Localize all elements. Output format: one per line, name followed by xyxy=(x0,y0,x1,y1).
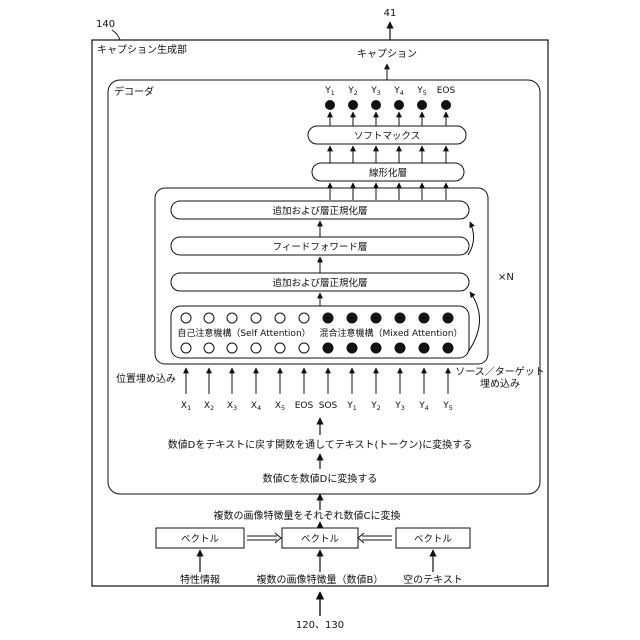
attention-node-r2-c12 xyxy=(443,343,453,353)
caption-output-label: キャプション xyxy=(357,48,417,60)
attention-node-r1-c12 xyxy=(443,313,453,323)
times-n-label: ×N xyxy=(498,272,514,283)
input-token-7: SOS xyxy=(319,401,338,411)
source-target-embedding-label-1: ソース／ターゲット xyxy=(455,366,545,378)
vector-box-empty-text-label: ベクトル xyxy=(414,534,453,545)
empty-text-label: 空のテキスト xyxy=(403,573,463,586)
ref-41-label: 41 xyxy=(384,8,397,19)
attention-node-r2-c2 xyxy=(204,343,214,353)
output-token-4: Y4 xyxy=(393,86,404,97)
softmax-label: ソフトマックス xyxy=(354,131,420,142)
attention-node-r2-c5 xyxy=(275,343,285,353)
attention-node-r2-c1 xyxy=(181,343,191,353)
attention-node-r2-c9 xyxy=(371,343,381,353)
output-token-3: Y3 xyxy=(370,86,381,97)
residual-curve-lower xyxy=(468,292,480,352)
caption-generator-title: キャプション生成部 xyxy=(97,43,187,56)
attention-node-r2-c6 xyxy=(299,343,309,353)
input-token-11: Y4 xyxy=(418,401,429,412)
attention-node-r2-c11 xyxy=(419,343,429,353)
attention-node-r1-c5 xyxy=(275,313,285,323)
output-token-6: EOS xyxy=(437,86,456,96)
input-token-10: Y3 xyxy=(394,401,405,412)
step-d-to-text-label: 数値Dをテキストに戻す関数を通してテキスト(トークン)に変換する xyxy=(168,438,473,451)
attention-node-r1-c6 xyxy=(299,313,309,323)
add-norm-mid-label: 追加および層正規化層 xyxy=(272,277,367,289)
decoder-title: デコーダ xyxy=(114,85,154,98)
output-dot-3 xyxy=(371,100,381,110)
input-token-8: Y1 xyxy=(346,401,357,412)
output-dot-5 xyxy=(417,100,427,110)
input-token-3: X3 xyxy=(227,401,237,412)
attention-node-r1-c4 xyxy=(251,313,261,323)
positional-embedding-label: 位置埋め込み xyxy=(116,372,176,385)
vector-box-features-label: ベクトル xyxy=(301,534,340,545)
mixed-attention-label: 混合注意機構（Mixed Attention） xyxy=(320,327,463,339)
input-token-6: EOS xyxy=(295,401,314,411)
attention-node-r2-c7 xyxy=(323,343,333,353)
self-attention-label: 自己注意機構（Self Attention） xyxy=(177,327,310,339)
attention-node-r2-c3 xyxy=(227,343,237,353)
ref-140-leader xyxy=(112,30,120,40)
step-c-to-d-label: 数値Cを数値Dに変換する xyxy=(263,472,378,485)
attention-node-r1-c2 xyxy=(204,313,214,323)
output-tokens: Y1 Y2 Y3 Y4 Y5 EOS xyxy=(324,86,455,126)
double-arrow-right xyxy=(358,533,392,543)
attention-node-r1-c8 xyxy=(347,313,357,323)
input-token-1: X1 xyxy=(181,401,191,412)
input-tokens: X1 X2 X3 X4 X5 EOS SOS Y1 Y2 Y3 Y4 Y5 xyxy=(181,368,453,412)
attention-node-r2-c4 xyxy=(251,343,261,353)
attention-node-r1-c9 xyxy=(371,313,381,323)
output-token-5: Y5 xyxy=(416,86,427,97)
linear-label: 線形化層 xyxy=(369,167,407,179)
input-token-9: Y2 xyxy=(370,401,381,412)
input-token-5: X5 xyxy=(275,401,285,412)
ref-120-130-label: 120、130 xyxy=(296,620,344,631)
double-arrow-left xyxy=(247,533,281,543)
step-features-to-c-label: 複数の画像特徴量をそれぞれ数値Cに変換 xyxy=(214,509,401,522)
attention-node-r2-c10 xyxy=(395,343,405,353)
output-dot-2 xyxy=(348,100,358,110)
vector-box-attribute-label: ベクトル xyxy=(181,534,220,545)
output-token-2: Y2 xyxy=(347,86,358,97)
ref-140-label: 140 xyxy=(96,19,115,30)
input-token-12: Y5 xyxy=(442,401,453,412)
attention-node-r1-c11 xyxy=(419,313,429,323)
attention-node-r1-c7 xyxy=(323,313,333,323)
input-token-2: X2 xyxy=(204,401,214,412)
output-token-1: Y1 xyxy=(324,86,335,97)
attention-node-r1-c1 xyxy=(181,313,191,323)
attention-node-r1-c10 xyxy=(395,313,405,323)
output-dot-6 xyxy=(441,100,451,110)
image-features-label: 複数の画像特徴量（数値B） xyxy=(257,573,384,586)
source-target-embedding-label-2: 埋め込み xyxy=(480,378,520,390)
add-norm-top-label: 追加および層正規化層 xyxy=(272,205,367,217)
residual-curve-upper xyxy=(468,222,474,255)
input-token-4: X4 xyxy=(251,401,261,412)
output-dot-4 xyxy=(394,100,404,110)
feed-forward-label: フィードフォワード層 xyxy=(273,242,368,253)
output-dot-1 xyxy=(325,100,335,110)
attention-node-r2-c8 xyxy=(347,343,357,353)
attention-node-r1-c3 xyxy=(227,313,237,323)
attribute-info-label: 特性情報 xyxy=(180,573,220,586)
